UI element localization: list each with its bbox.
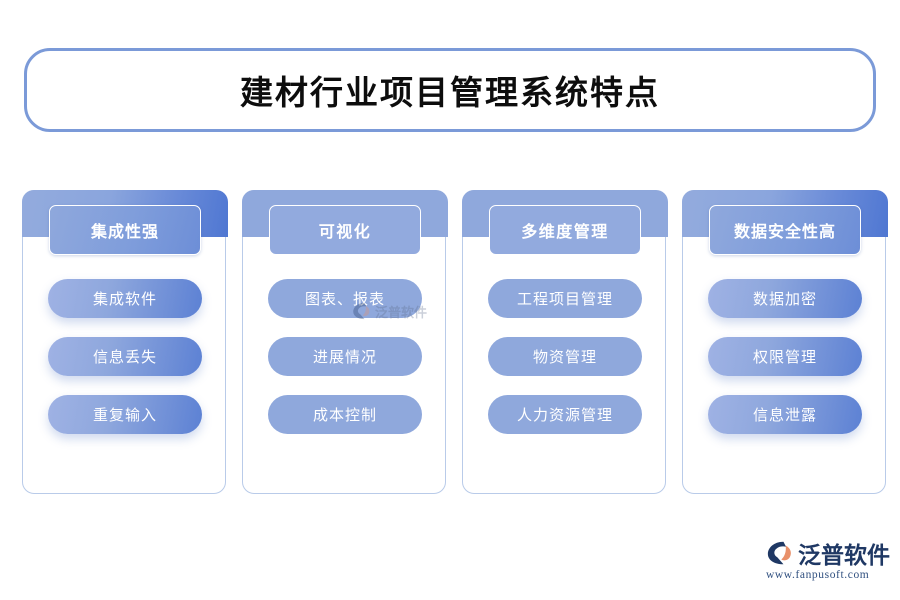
- card-header-label: 数据安全性高: [733, 224, 836, 241]
- list-item-label: 集成软件: [92, 292, 157, 308]
- list-item[interactable]: 人力资源管理: [488, 395, 642, 434]
- feature-card-2[interactable]: 可视化 图表、报表 进展情况 成本控制: [242, 190, 448, 494]
- list-item[interactable]: 进展情况: [268, 337, 422, 376]
- card-item-list-1: 集成软件 信息丢失 重复输入: [23, 279, 227, 434]
- page-title: 建材行业项目管理系统特点: [240, 76, 660, 112]
- list-item[interactable]: 物资管理: [488, 337, 642, 376]
- feature-card-4[interactable]: 数据安全性高 数据加密 权限管理 信息泄露: [682, 190, 888, 494]
- list-item-label: 图表、报表: [304, 292, 385, 308]
- list-item-label: 权限管理: [752, 350, 817, 366]
- list-item[interactable]: 重复输入: [48, 395, 202, 434]
- card-item-list-3: 工程项目管理 物资管理 人力资源管理: [463, 279, 667, 434]
- list-item-label: 物资管理: [532, 350, 597, 366]
- card-header-chip-1[interactable]: 集成性强: [49, 205, 201, 255]
- list-item[interactable]: 成本控制: [268, 395, 422, 434]
- list-item-label: 工程项目管理: [516, 292, 613, 308]
- card-item-list-2: 图表、报表 进展情况 成本控制: [243, 279, 447, 434]
- feature-card-1[interactable]: 集成性强 集成软件 信息丢失 重复输入: [22, 190, 228, 494]
- list-item-label: 人力资源管理: [516, 408, 613, 424]
- list-item[interactable]: 工程项目管理: [488, 279, 642, 318]
- card-header-label: 可视化: [318, 224, 372, 241]
- list-item[interactable]: 信息丢失: [48, 337, 202, 376]
- page-title-box: 建材行业项目管理系统特点: [24, 48, 876, 132]
- list-item[interactable]: 数据加密: [708, 279, 862, 318]
- card-header-label: 集成性强: [90, 224, 159, 241]
- list-item[interactable]: 信息泄露: [708, 395, 862, 434]
- card-header-chip-2[interactable]: 可视化: [269, 205, 421, 255]
- list-item[interactable]: 集成软件: [48, 279, 202, 318]
- list-item[interactable]: 图表、报表: [268, 279, 422, 318]
- logo-name: 泛普软件: [798, 543, 890, 568]
- feature-card-3[interactable]: 多维度管理 工程项目管理 物资管理 人力资源管理: [462, 190, 668, 494]
- list-item[interactable]: 权限管理: [708, 337, 862, 376]
- logo-row: 泛普软件: [766, 538, 890, 568]
- list-item-label: 重复输入: [92, 408, 157, 424]
- list-item-label: 进展情况: [312, 350, 377, 366]
- feature-columns: 集成性强 集成软件 信息丢失 重复输入 可视化 图表、报表 进展情况: [22, 190, 888, 494]
- logo-url: www.fanpusoft.com: [766, 569, 870, 581]
- card-header-label: 多维度管理: [521, 224, 609, 241]
- list-item-label: 信息丢失: [92, 350, 157, 366]
- list-item-label: 成本控制: [312, 408, 377, 424]
- fanpu-logo-icon: [766, 540, 794, 566]
- list-item-label: 信息泄露: [752, 408, 817, 424]
- list-item-label: 数据加密: [752, 292, 817, 308]
- card-item-list-4: 数据加密 权限管理 信息泄露: [683, 279, 887, 434]
- card-header-chip-4[interactable]: 数据安全性高: [709, 205, 861, 255]
- card-header-chip-3[interactable]: 多维度管理: [489, 205, 641, 255]
- brand-logo: 泛普软件 www.fanpusoft.com: [766, 538, 890, 586]
